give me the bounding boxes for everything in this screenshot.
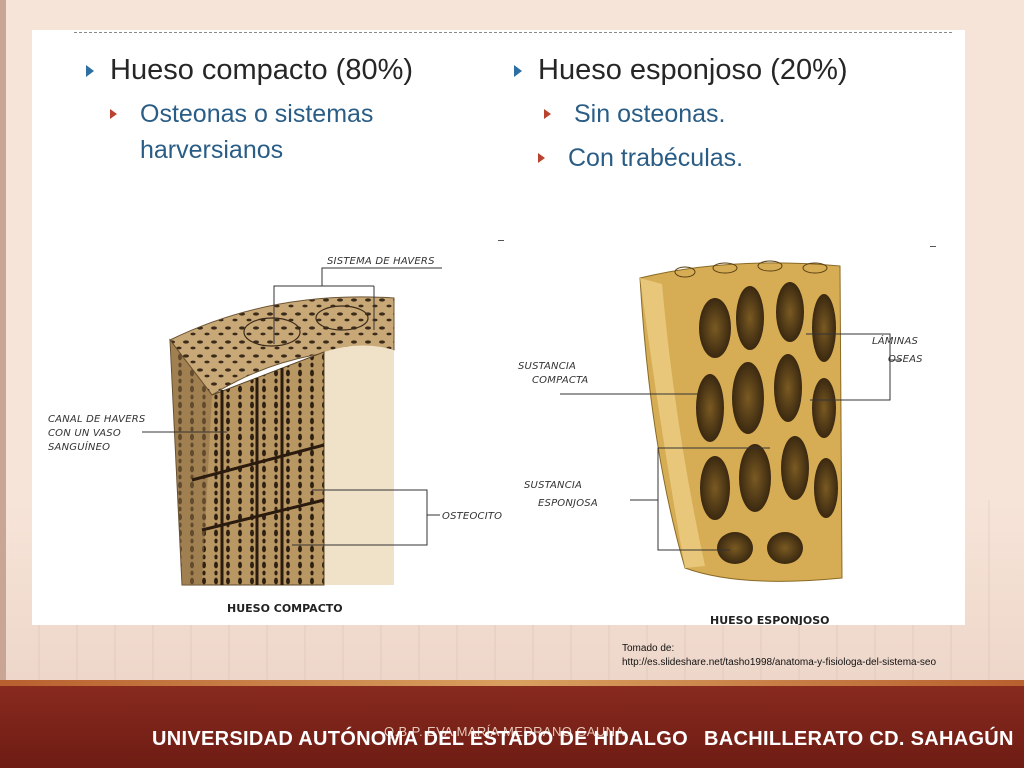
label-canal-line-2: CON UN VASO bbox=[48, 428, 121, 439]
label-canal-line-1: CANAL DE HAVERS bbox=[48, 414, 146, 425]
label-compact-substance-2: COMPACTA bbox=[532, 375, 588, 386]
campus-name: BACHILLERATO CD. SAHAGÚN bbox=[704, 728, 1014, 750]
sub-bullet-arrow-icon bbox=[538, 153, 545, 163]
left-bullet-1-cont-text: harversianos bbox=[140, 136, 284, 164]
top-dashed-divider bbox=[74, 32, 952, 33]
stray-mark bbox=[930, 246, 936, 247]
label-bone-laminae-2: OSEAS bbox=[888, 354, 923, 365]
spongy-bone-caption: HUESO ESPONJOSO bbox=[710, 614, 830, 625]
bullet-arrow-icon bbox=[514, 64, 522, 77]
label-spongy-substance-2: ESPONJOSA bbox=[538, 498, 598, 509]
right-bullet-1-text: Sin osteonas. bbox=[574, 100, 726, 128]
label-osteocytes: OSTEOCITOS bbox=[442, 511, 502, 522]
right-heading: Hueso esponjoso (20%) bbox=[514, 54, 848, 87]
right-bullet-1: Sin osteonas. bbox=[544, 96, 726, 132]
label-compact-substance-1: SUSTANCIA bbox=[518, 361, 576, 372]
left-heading-text: Hueso compacto (80%) bbox=[110, 54, 414, 86]
right-bullet-2: Con trabéculas. bbox=[538, 140, 744, 176]
source-citation: Tomado de: http://es.slideshare.net/tash… bbox=[622, 642, 936, 670]
right-bullet-2-text: Con trabéculas. bbox=[568, 144, 744, 172]
sub-bullet-arrow-icon bbox=[544, 109, 551, 119]
slide-content: Hueso compacto (80%) Osteonas o sistemas… bbox=[32, 30, 965, 625]
label-bone-laminae-1: LÁMINAS bbox=[872, 334, 919, 347]
label-havers-system: SISTEMA DE HAVERS bbox=[327, 256, 435, 267]
footer-stripe bbox=[0, 680, 1024, 686]
left-bullet-1: Osteonas o sistemas bbox=[110, 96, 374, 132]
spongy-bone-illustration: SUSTANCIA COMPACTA SUSTANCIA ESPONJOSA L… bbox=[518, 260, 923, 625]
left-bullet-1-text: Osteonas o sistemas bbox=[140, 100, 374, 128]
label-spongy-substance-1: SUSTANCIA bbox=[524, 480, 582, 491]
university-name: UNIVERSIDAD AUTÓNOMA DEL ESTADO DE HIDAL… bbox=[152, 728, 688, 750]
footer-banner bbox=[0, 680, 1024, 768]
bullet-arrow-icon bbox=[86, 64, 94, 77]
sub-bullet-arrow-icon bbox=[110, 109, 117, 119]
left-edge-bar bbox=[0, 0, 6, 680]
source-prefix: Tomado de: bbox=[622, 643, 675, 654]
source-url: http://es.slideshare.net/tasho1998/anato… bbox=[622, 657, 937, 668]
right-heading-text: Hueso esponjoso (20%) bbox=[538, 54, 848, 86]
compact-bone-illustration: SISTEMA DE HAVERS CANAL DE HAVERS CON UN… bbox=[48, 256, 502, 615]
stray-mark bbox=[498, 240, 504, 241]
author-name: Q.B.P. EVA MARÍA MEDRANO GAUNA bbox=[384, 724, 625, 739]
compact-bone-caption: HUESO COMPACTO bbox=[227, 602, 343, 615]
left-bullet-1-cont: harversianos bbox=[140, 132, 283, 168]
label-canal-line-3: SANGUÍNEO bbox=[48, 440, 110, 453]
left-heading: Hueso compacto (80%) bbox=[86, 54, 413, 87]
